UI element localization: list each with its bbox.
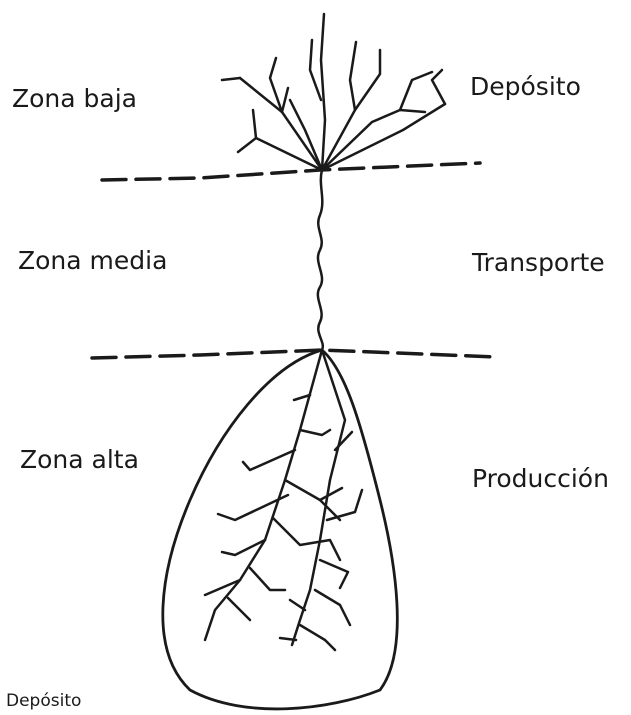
zona-alta-label: Zona alta bbox=[20, 445, 139, 474]
zona-media-label: Zona media bbox=[18, 246, 167, 275]
production-basin-outline bbox=[163, 350, 398, 709]
deposito-caption: Depósito bbox=[6, 691, 81, 711]
upper-boundary-dashed-line bbox=[102, 163, 480, 180]
transporte-label: Transporte bbox=[472, 248, 605, 277]
produccion-label: Producción bbox=[472, 464, 609, 493]
transport-channel bbox=[318, 170, 323, 350]
lower-boundary-dashed-line bbox=[92, 350, 497, 358]
production-tributaries bbox=[205, 350, 362, 650]
zona-baja-label: Zona baja bbox=[12, 84, 137, 113]
deposition-fan-channels bbox=[222, 14, 445, 170]
deposito-label: Depósito bbox=[470, 72, 581, 101]
